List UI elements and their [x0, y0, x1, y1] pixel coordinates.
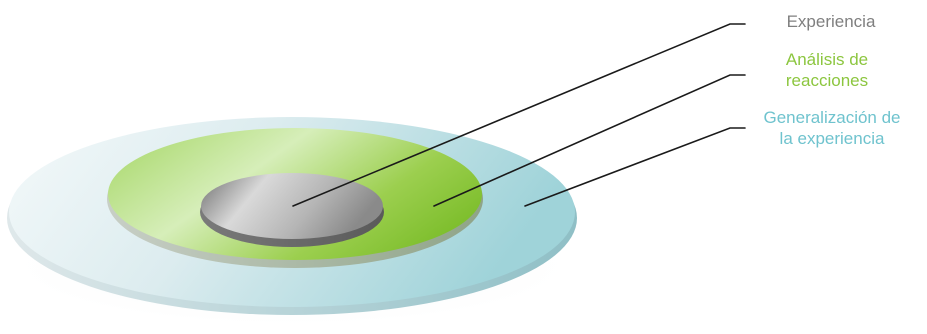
label-experiencia: Experiencia	[756, 11, 906, 32]
label-experiencia-line-1: Experiencia	[756, 11, 906, 32]
inner-disc	[201, 173, 383, 239]
label-generalizacion-line-2: la experiencia	[738, 128, 926, 149]
label-analisis-line-1: Análisis de	[757, 49, 897, 70]
label-analisis-line-2: reacciones	[757, 70, 897, 91]
label-generalizacion-de-la-experiencia: Generalización de la experiencia	[738, 107, 926, 149]
label-analisis-de-reacciones: Análisis de reacciones	[757, 49, 897, 91]
label-generalizacion-line-1: Generalización de	[738, 107, 926, 128]
